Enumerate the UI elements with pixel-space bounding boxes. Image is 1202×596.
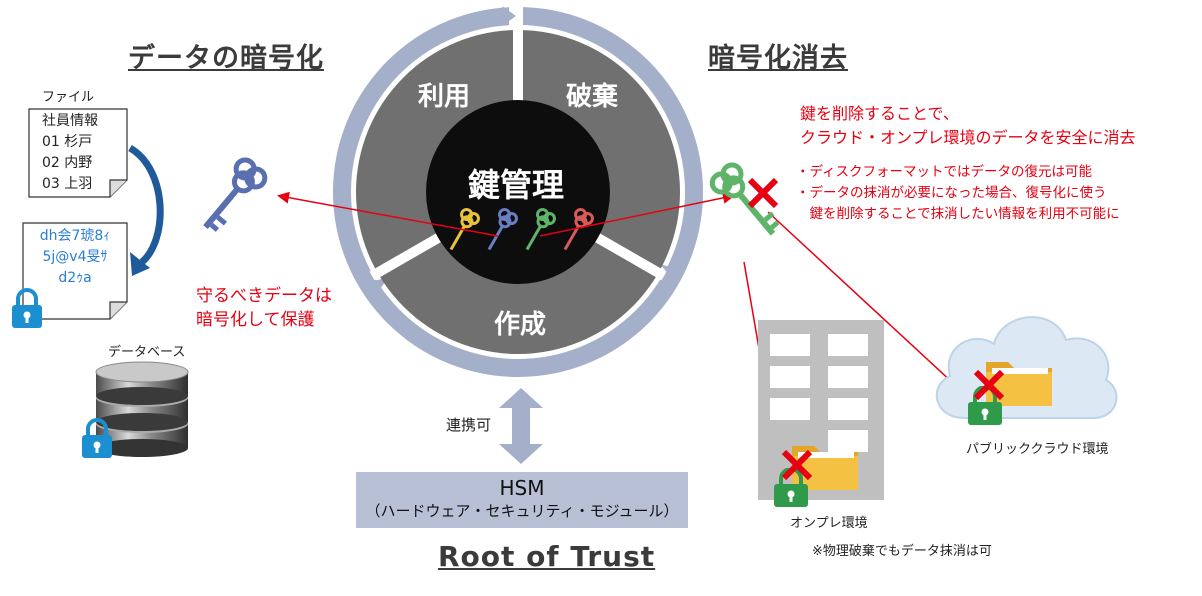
encrypted-document: dh会7琥8ｨ 5j@v4旻ｻ d2ｩa xyxy=(22,222,128,320)
summary-line: 鍵を削除することで、 xyxy=(800,104,959,123)
encrypted-line: 5j@v4旻ｻ xyxy=(42,249,108,265)
cross-icon xyxy=(973,369,1005,401)
plain-document: 社員情報 01 杉戸 02 内野 03 上羽 xyxy=(28,108,128,198)
key-lifecycle-diagram xyxy=(333,2,703,377)
lock-icon xyxy=(82,418,112,458)
cloud-label: パブリッククラウド環境 xyxy=(966,442,1109,457)
encrypted-line: d2ｩa xyxy=(58,270,92,286)
bullet-line: ・データの抹消が必要になった場合、復号化に使う xyxy=(796,185,1107,201)
erase-summary: 鍵を削除することで、 クラウド・オンプレ環境のデータを安全に消去 xyxy=(800,102,1136,150)
key-icon xyxy=(203,157,268,232)
link-label: 連携可 xyxy=(446,416,492,434)
left-heading: データの暗号化 xyxy=(128,43,324,74)
hsm-title: HSM xyxy=(499,476,545,500)
protect-line: 守るべきデータは xyxy=(196,286,332,306)
protect-text: 守るべきデータは 暗号化して保護 xyxy=(196,284,332,332)
file-label: ファイル xyxy=(42,90,95,105)
key-icon xyxy=(709,162,780,236)
doc-line: 03 上羽 xyxy=(42,176,93,192)
physical-note: ※物理破棄でもデータ抹消は可 xyxy=(812,544,992,559)
db-label: データベース xyxy=(108,345,186,360)
segment-destroy: 破棄 xyxy=(566,82,619,112)
doc-line: 社員情報 xyxy=(42,113,98,129)
onprem-label: オンプレ環境 xyxy=(790,516,868,531)
encrypted-line: dh会7琥8ｨ xyxy=(39,228,111,244)
doc-line: 01 杉戸 xyxy=(42,134,93,150)
hsm-box: HSM （ハードウェア・セキュリティ・モジュール） xyxy=(356,472,688,528)
cross-icon xyxy=(781,449,813,481)
bullet-line: 鍵を削除することで抹消したい情報を利用不可能に xyxy=(796,206,1120,222)
summary-line: クラウド・オンプレ環境のデータを安全に消去 xyxy=(800,128,1136,147)
right-heading: 暗号化消去 xyxy=(708,43,848,74)
cross-icon xyxy=(747,177,779,209)
lock-icon xyxy=(12,288,42,328)
bullet-line: ・ディスクフォーマットではデータの復元は可能 xyxy=(796,164,1093,180)
core-label: 鍵管理 xyxy=(468,166,565,204)
protect-line: 暗号化して保護 xyxy=(196,310,315,330)
doc-line: 02 内野 xyxy=(42,155,93,171)
root-of-trust: Root of Trust xyxy=(438,540,656,573)
hsm-subtitle: （ハードウェア・セキュリティ・モジュール） xyxy=(365,502,679,520)
key-set-icon xyxy=(449,208,594,251)
encrypt-arrow-icon xyxy=(128,144,164,276)
database-icon xyxy=(95,361,189,457)
double-arrow-icon xyxy=(499,388,543,464)
segment-use: 利用 xyxy=(418,82,471,112)
erase-bullets: ・ディスクフォーマットではデータの復元は可能 ・データの抹消が必要になった場合、… xyxy=(796,162,1120,225)
segment-create: 作成 xyxy=(494,310,547,340)
